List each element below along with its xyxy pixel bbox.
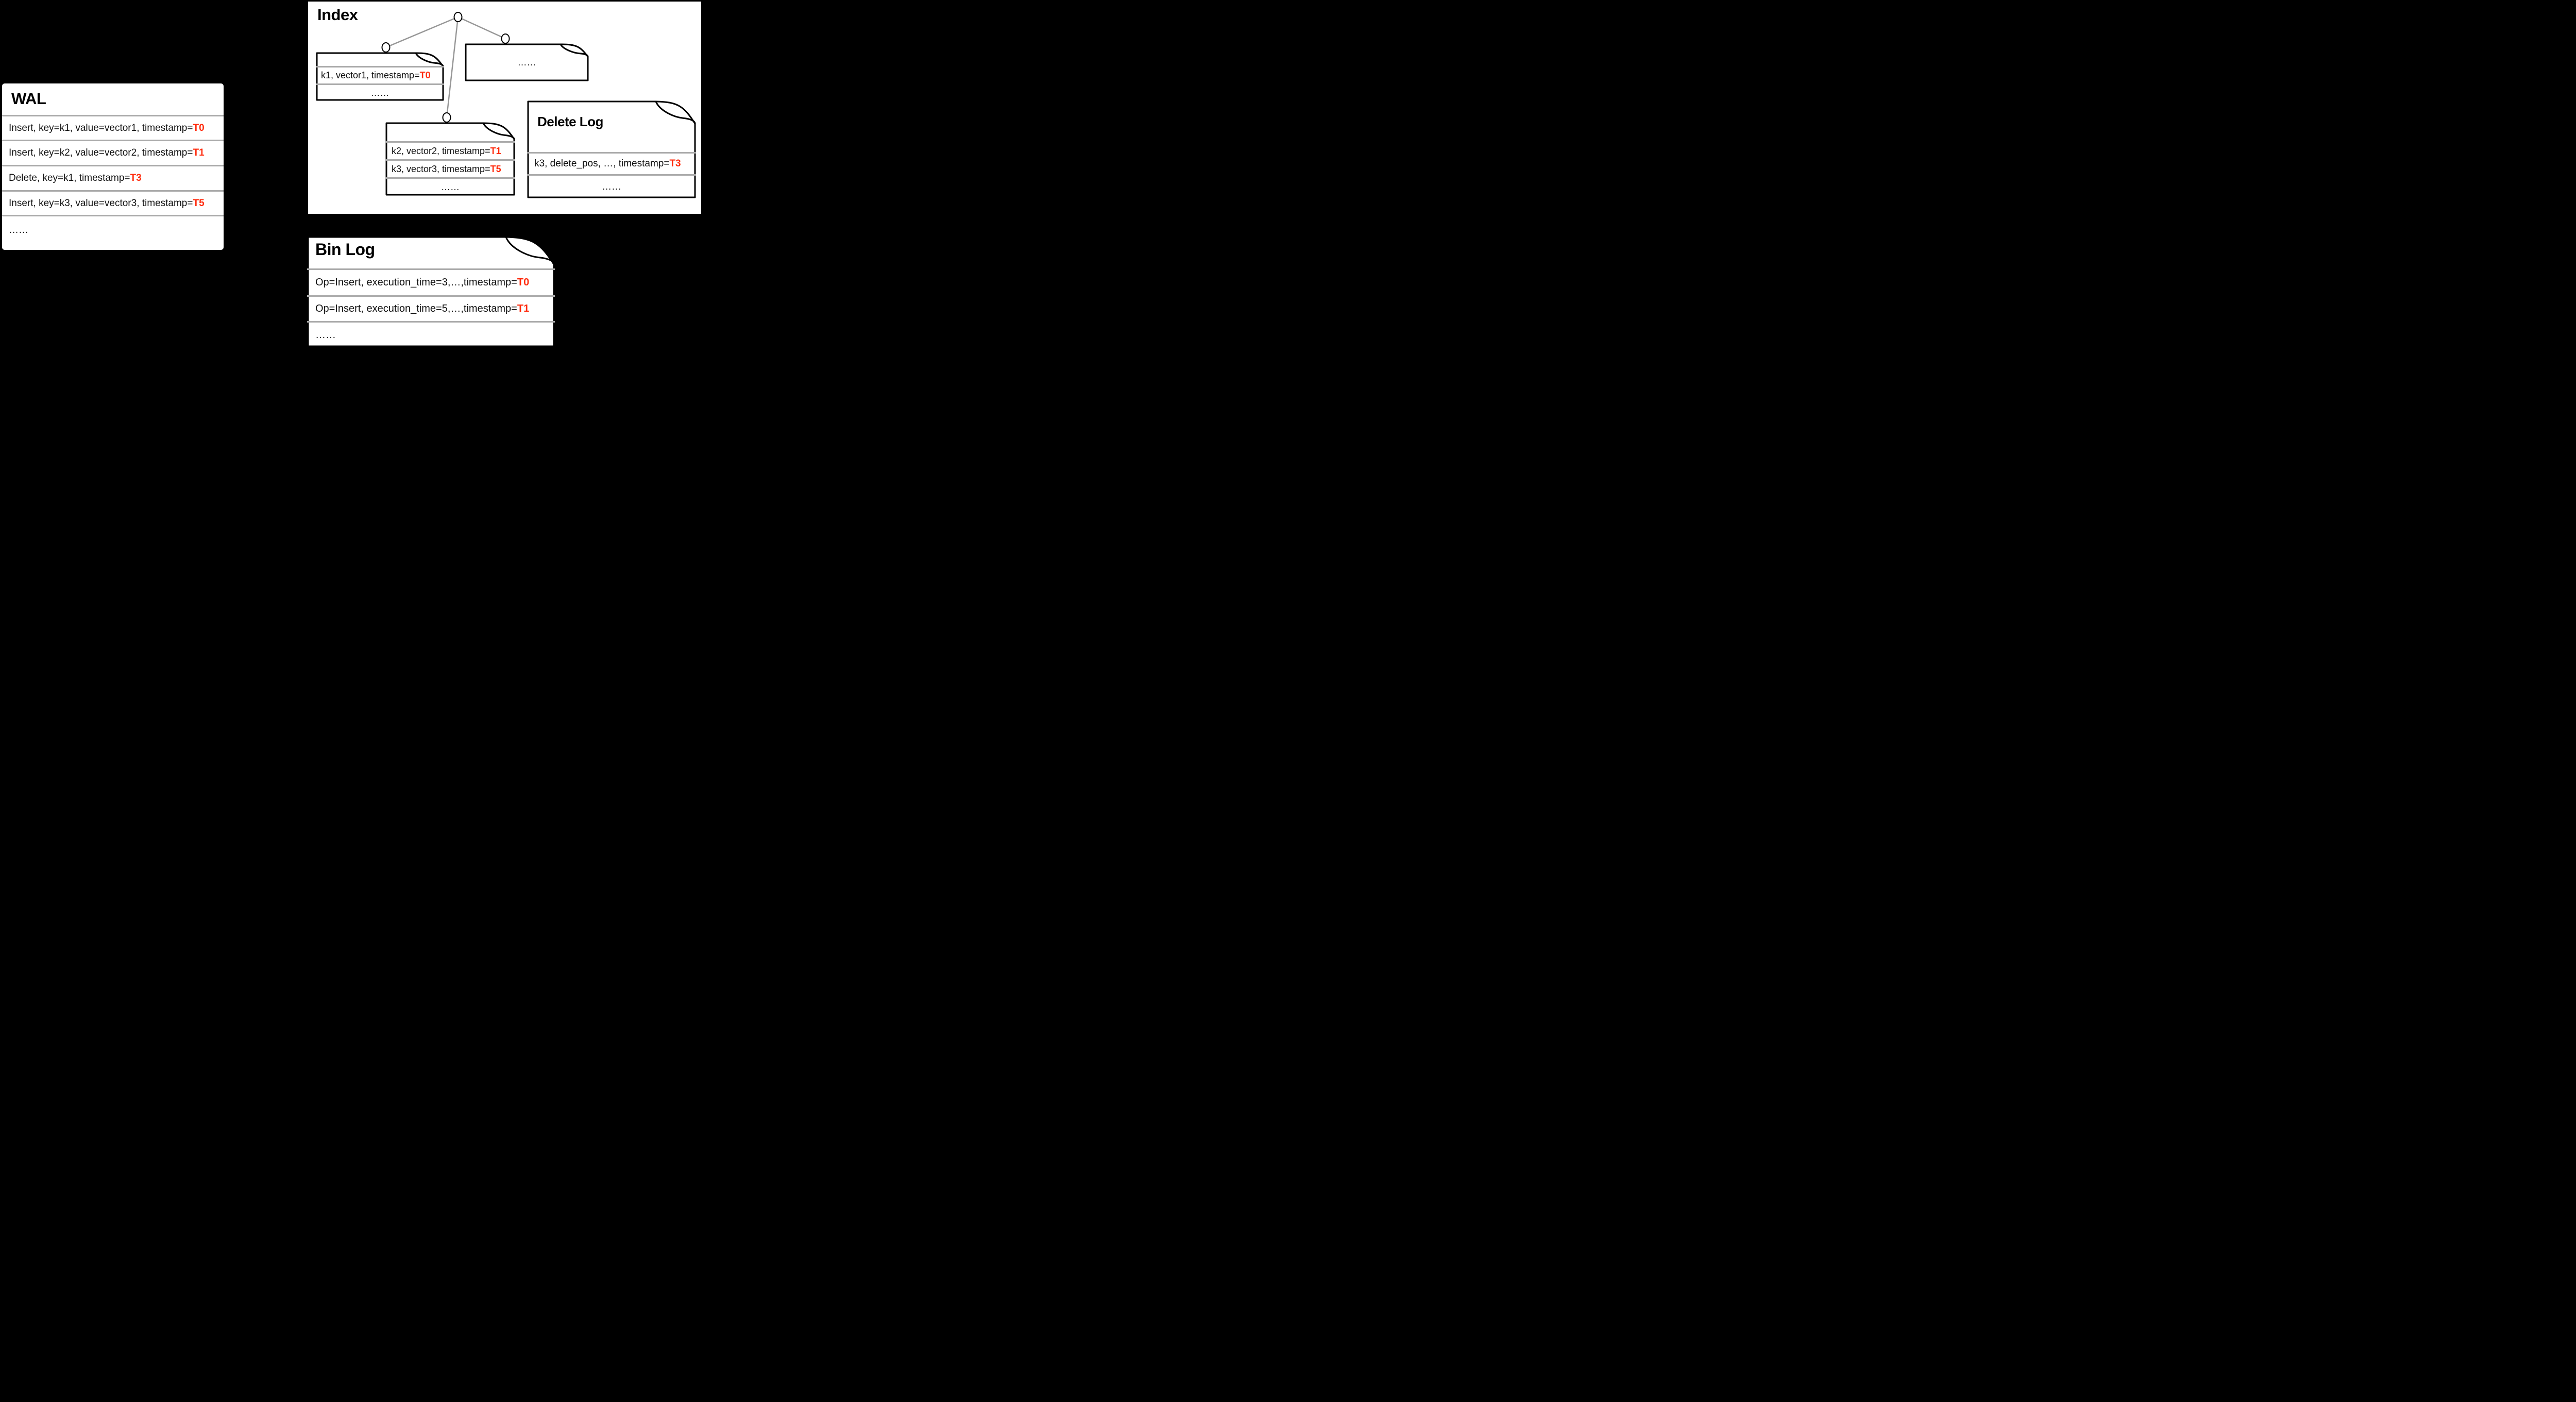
- ellipsis-text: ……: [370, 88, 389, 98]
- timestamp-value: T5: [490, 163, 501, 174]
- timestamp-value: T5: [193, 197, 205, 209]
- timestamp-value: T0: [193, 122, 205, 133]
- wal-ellipsis-row: ……: [2, 215, 224, 244]
- index-tree: [381, 12, 510, 123]
- index-panel: Index k1, vector1, timestamp=T0: [308, 2, 701, 214]
- ellipsis-text: ……: [315, 329, 336, 341]
- document-shape: [527, 100, 696, 198]
- tree-node: [501, 33, 510, 44]
- folded-corner-icon: [560, 44, 589, 57]
- segment-ellipsis-row: ……: [385, 177, 515, 196]
- index-segment-k1-doc: k1, vector1, timestamp=T0 ……: [316, 52, 444, 101]
- document-shape: [316, 52, 444, 101]
- log-entry-text: Insert, key=k1, value=vector1, timestamp…: [9, 122, 193, 133]
- bin-log-entry-text: Op=Insert, execution_time=3,…,timestamp=: [315, 277, 517, 288]
- timestamp-value: T1: [193, 147, 205, 158]
- wal-log-entry: Insert, key=k3, value=vector3, timestamp…: [2, 190, 224, 215]
- delete-log-ellipsis-row: ……: [527, 174, 696, 198]
- wal-log-entry: Delete, key=k1, timestamp=T3: [2, 165, 224, 190]
- folded-corner-icon: [415, 53, 444, 67]
- index-segment-more-doc: ……: [465, 43, 589, 81]
- ellipsis-text: ……: [441, 182, 460, 192]
- bin-log-entry-text: Op=Insert, execution_time=5,…,timestamp=: [315, 303, 517, 314]
- tree-edge: [385, 16, 459, 48]
- wal-title: WAL: [11, 90, 46, 108]
- document-shape: [465, 43, 589, 81]
- bin-log-entry: Op=Insert, execution_time=3,…,timestamp=…: [307, 268, 555, 295]
- segment-ellipsis-row: ……: [316, 83, 444, 101]
- segment-entry: k2, vector2, timestamp=T1: [385, 141, 515, 159]
- wal-log-entry: Insert, key=k1, value=vector1, timestamp…: [2, 115, 224, 140]
- timestamp-value: T3: [130, 173, 142, 183]
- ellipsis-text: ……: [602, 181, 621, 192]
- document-shape: [307, 236, 555, 347]
- segment-entry: k1, vector1, timestamp=T0: [316, 66, 444, 83]
- bin-log-ellipsis-row: ……: [307, 321, 555, 347]
- tree-node: [442, 112, 451, 123]
- wal-log-entry: Insert, key=k2, value=vector2, timestamp…: [2, 140, 224, 165]
- ellipsis-text: ……: [517, 57, 536, 67]
- bin-log-entry: Op=Insert, execution_time=5,…,timestamp=…: [307, 295, 555, 321]
- timestamp-value: T0: [517, 277, 530, 288]
- segment-entry-text: k1, vector1, timestamp=: [321, 70, 420, 80]
- delete-log-entry-text: k3, delete_pos, …, timestamp=: [534, 158, 670, 169]
- folded-corner-icon: [655, 101, 696, 124]
- segment-entry-text: k3, vector3, timestamp=: [392, 163, 490, 174]
- timestamp-value: T3: [669, 158, 681, 169]
- segment-entry: k3, vector3, timestamp=T5: [385, 159, 515, 177]
- diagram-canvas: WAL Insert, key=k1, value=vector1, times…: [0, 0, 704, 350]
- tree-edge: [457, 16, 506, 40]
- delete-log-doc: Delete Log k3, delete_pos, …, timestamp=…: [527, 100, 696, 198]
- timestamp-value: T0: [419, 70, 431, 80]
- delete-log-title: Delete Log: [537, 114, 603, 129]
- bin-log-title: Bin Log: [315, 240, 375, 259]
- log-entry-text: Insert, key=k3, value=vector3, timestamp…: [9, 197, 193, 209]
- tree-edge: [446, 16, 459, 118]
- bin-log-doc: Bin Log Op=Insert, execution_time=3,…,ti…: [307, 236, 555, 347]
- ellipsis-text: ……: [9, 224, 28, 235]
- wal-panel: WAL Insert, key=k1, value=vector1, times…: [2, 83, 224, 250]
- folded-corner-icon: [505, 237, 555, 265]
- tree-root-node: [453, 12, 463, 22]
- timestamp-value: T1: [490, 145, 501, 156]
- delete-log-entry: k3, delete_pos, …, timestamp=T3: [527, 152, 696, 174]
- log-entry-text: Insert, key=k2, value=vector2, timestamp…: [9, 147, 193, 158]
- document-shape: [385, 122, 515, 196]
- tree-node: [381, 42, 391, 53]
- index-title: Index: [317, 6, 358, 24]
- timestamp-value: T1: [517, 303, 530, 314]
- segment-entry-text: k2, vector2, timestamp=: [392, 145, 490, 156]
- index-segment-k2k3-doc: k2, vector2, timestamp=T1 k3, vector3, t…: [385, 122, 515, 196]
- folded-corner-icon: [482, 123, 515, 140]
- log-entry-text: Delete, key=k1, timestamp=: [9, 173, 130, 183]
